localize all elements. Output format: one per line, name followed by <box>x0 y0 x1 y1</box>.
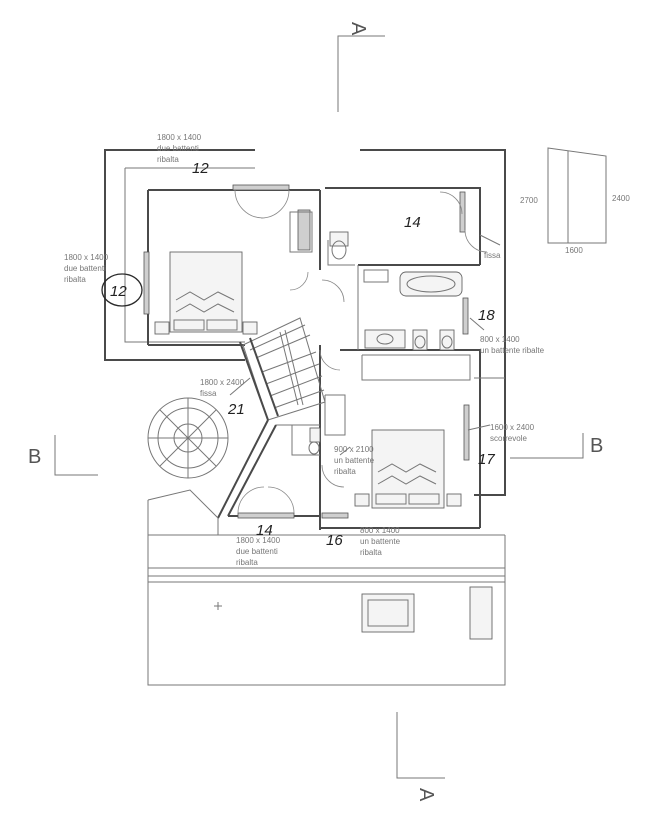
hand-num-17: 17 <box>478 451 495 468</box>
tree-symbol <box>147 397 229 479</box>
note-w21-line2: fissa <box>200 389 217 398</box>
note-door-mid-line3: ribalta <box>334 467 356 476</box>
note-w14b-line3: ribalta <box>236 558 258 567</box>
elevation-dim-right: 2400 <box>612 194 630 203</box>
note-w14b-size: 1800 x 1400 <box>236 536 281 545</box>
hand-num-16: 16 <box>326 532 343 549</box>
bathroom-fixtures <box>308 231 463 455</box>
note-w18-line2: un battente ribalte <box>480 346 545 355</box>
note-w21-size: 1800 x 2400 <box>200 378 245 387</box>
door-swings <box>234 189 488 514</box>
note-w12-left-size: 1800 x 1400 <box>64 253 109 262</box>
note-door-mid-line2: un battente <box>334 456 375 465</box>
note-w12-left-line2: due battenti <box>64 264 106 273</box>
note-w12-top-line3: ribalta <box>157 155 179 164</box>
section-b-right-label: B <box>590 435 603 457</box>
annotation-leaders <box>229 234 501 456</box>
note-w12-left: 1800 x 1400 due battenti ribalta <box>64 253 109 284</box>
section-mark-b-right: B <box>510 433 603 459</box>
note-w16-line3: ribalta <box>360 548 382 557</box>
note-door-mid: 900 x 2100 un battente ribalta <box>334 445 375 476</box>
hand-circle-12-left <box>101 273 143 307</box>
note-w16-size: 800 x 1400 <box>360 526 400 535</box>
elevation-sketch: 2700 2400 1600 <box>520 147 630 255</box>
note-w14b: 1800 x 1400 due battenti ribalta <box>236 536 281 567</box>
note-w18: 800 x 1400 un battente ribalte <box>480 335 545 355</box>
note-w12-top: 1800 x 1400 due battenti ribalta <box>157 133 202 164</box>
note-w12-top-size: 1800 x 1400 <box>157 133 202 142</box>
bed-upper-left <box>154 251 258 335</box>
note-w17-size: 1600 x 2400 <box>490 423 535 432</box>
note-w16: 800 x 1400 un battente ribalta <box>360 526 401 557</box>
elevation-dim-left: 2700 <box>520 196 538 205</box>
hand-num-12-top: 12 <box>192 160 209 177</box>
hand-num-21: 21 <box>227 401 245 418</box>
small-cross-mark <box>214 602 222 610</box>
section-mark-a-bottom: A <box>396 712 445 802</box>
note-door-mid-size: 900 x 2100 <box>334 445 374 454</box>
note-w17: 1600 x 2400 scorrevole <box>490 423 535 443</box>
fissa-label: fissa <box>484 251 501 260</box>
windows <box>143 184 470 519</box>
note-w12-left-line3: ribalta <box>64 275 86 284</box>
section-mark-a-top: A <box>337 22 385 112</box>
note-w16-line2: un battente <box>360 537 401 546</box>
elevation-dim-bottom: 1600 <box>565 246 583 255</box>
section-mark-b-left: B <box>28 435 98 476</box>
bed-lower-right <box>289 211 462 509</box>
hand-num-18: 18 <box>478 307 495 324</box>
hand-num-12-left: 12 <box>110 283 127 300</box>
section-a-top-label: A <box>347 22 369 36</box>
note-w17-line2: scorrevole <box>490 434 527 443</box>
note-w18-size: 800 x 1400 <box>480 335 520 344</box>
section-b-left-label: B <box>28 446 41 468</box>
note-w21: 1800 x 2400 fissa <box>200 378 245 398</box>
outer-walls <box>104 149 506 530</box>
terrace-and-lower-volumes <box>147 489 506 686</box>
hand-num-14-bottom: 14 <box>256 522 273 539</box>
note-w12-top-line2: due battenti <box>157 144 199 153</box>
hand-num-14-top: 14 <box>404 214 421 231</box>
handwritten-numbers: 12 12 14 18 21 17 14 16 <box>101 160 495 549</box>
note-w14b-line2: due battenti <box>236 547 278 556</box>
staircase <box>239 317 326 421</box>
section-a-bottom-label: A <box>415 788 437 802</box>
